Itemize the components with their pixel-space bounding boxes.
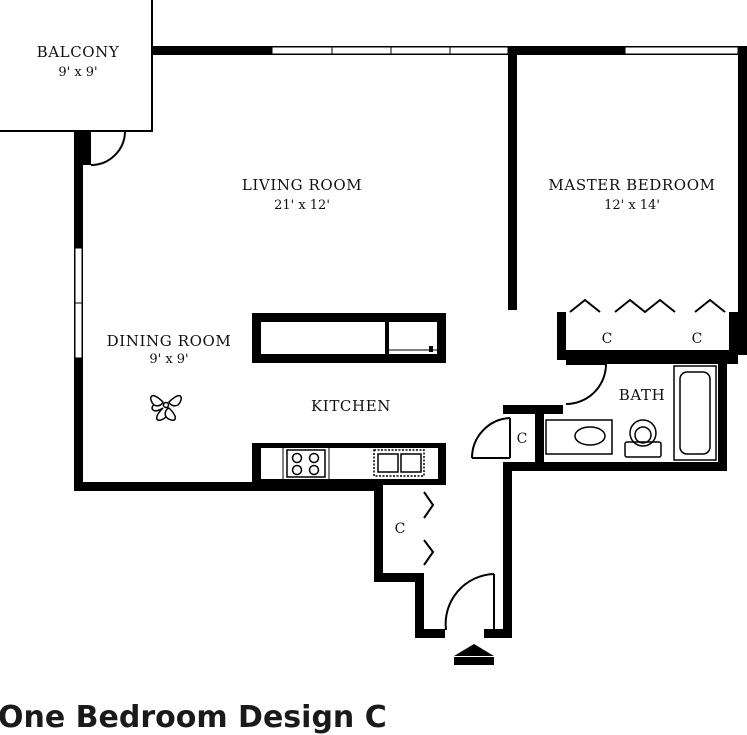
room-labels: BALCONY 9' x 9' LIVING ROOM 21' x 12' MA…: [37, 43, 715, 537]
entry-closet-label: C: [395, 521, 406, 537]
exterior-walls: [74, 46, 747, 491]
bedroom-closet-doors: [569, 298, 726, 314]
floor-plan: BALCONY 9' x 9' LIVING ROOM 21' x 12' MA…: [0, 0, 747, 665]
bath-door: [565, 363, 607, 405]
vanity-sink-icon: [545, 419, 613, 455]
living-room-dims: 21' x 12': [274, 198, 330, 213]
balcony-door: [83, 130, 126, 166]
windows: [74, 46, 739, 359]
bathtub-icon: [673, 365, 717, 461]
plan-title: One Bedroom Design C: [0, 700, 387, 735]
dining-room-name: DINING ROOM: [107, 332, 232, 350]
master-bedroom-name: MASTER BEDROOM: [548, 176, 715, 194]
entry-closet-doors: [423, 491, 435, 566]
kitchen-name: KITCHEN: [311, 397, 391, 415]
entry-door[interactable]: [444, 573, 495, 631]
bedroom-closet-right-label: C: [692, 331, 703, 347]
balcony-name: BALCONY: [37, 43, 120, 61]
ceiling-fan-icon: [150, 394, 182, 421]
dining-room-dims: 9' x 9': [149, 352, 188, 367]
interior-walls: [374, 55, 738, 638]
hall-closet-door: [470, 417, 511, 459]
kitchen-upper-counter: [252, 313, 446, 363]
stove-icon: [286, 449, 326, 478]
master-bedroom-dims: 12' x 14': [604, 198, 660, 213]
balcony: [0, 0, 153, 132]
bath-name: BATH: [619, 386, 666, 404]
living-room-name: LIVING ROOM: [242, 176, 362, 194]
entry-arrow-icon: [454, 644, 494, 665]
toilet-icon: [624, 419, 662, 458]
sink-icon: [373, 449, 425, 477]
bedroom-closet-left-label: C: [602, 331, 613, 347]
hall-closet-label: C: [517, 431, 528, 447]
balcony-dims: 9' x 9': [58, 65, 97, 80]
